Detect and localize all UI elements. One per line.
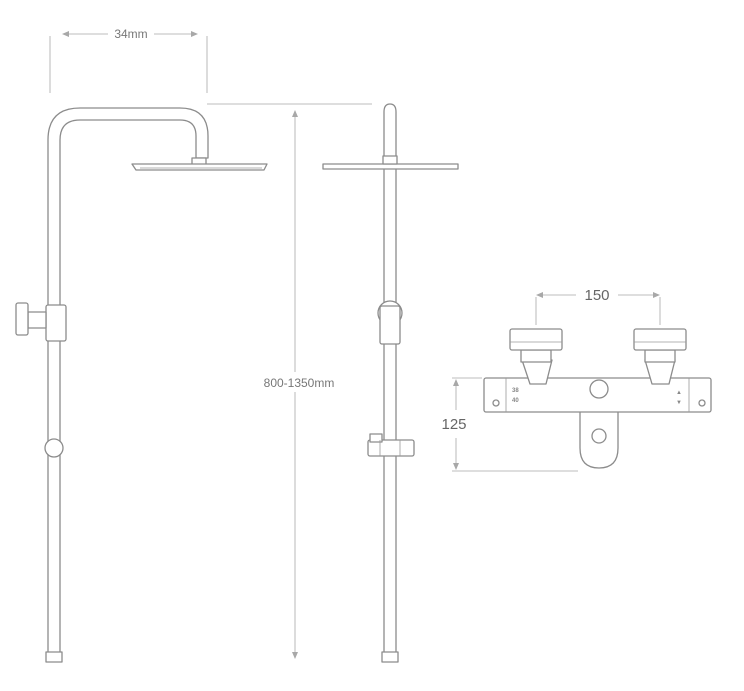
valve-outlet-knob [591, 428, 607, 444]
side-diverter-body [379, 305, 401, 345]
valve-right-flange [633, 328, 687, 351]
side-view [322, 103, 459, 663]
valve-scale-left-2: 40 [512, 398, 519, 404]
mixer-valve-view: 38 40 ▲ ▼ [483, 328, 712, 469]
valve-scale-left: 38 [512, 388, 519, 394]
side-shower-head [322, 163, 459, 170]
dim-34-arrow-left [62, 31, 69, 37]
front-slide-clamp [44, 438, 64, 458]
dim-height-arrow-bottom [292, 652, 298, 659]
dim-150-arrow-left [536, 292, 543, 298]
valve-right-screw [698, 399, 706, 407]
side-riser-pipe [383, 103, 397, 656]
front-diverter-body [45, 304, 67, 342]
valve-left-flange [509, 328, 563, 351]
dim-height-arrow-top [292, 110, 298, 117]
dim-34-arrow-right [191, 31, 198, 37]
valve-left-nut [520, 349, 552, 363]
front-diverter-knob [15, 302, 29, 336]
side-head-connector [382, 155, 398, 165]
front-riser-pipe [47, 107, 209, 656]
front-bottom-cap [45, 651, 63, 663]
valve-scale-right-2: ▼ [676, 400, 682, 406]
dim-arm-width-label: 34mm [114, 27, 147, 41]
side-slide-holder [367, 439, 415, 457]
dim-125-arrow-top [453, 379, 459, 386]
dim-height-label: 800-1350mm [264, 376, 335, 390]
front-view [15, 107, 268, 663]
front-shower-head [131, 163, 268, 171]
dim-inlet-spacing-label: 150 [584, 287, 609, 304]
valve-left-screw [492, 399, 500, 407]
dim-125-arrow-bottom [453, 463, 459, 470]
dim-150-arrow-right [653, 292, 660, 298]
front-diverter-stem [27, 311, 47, 329]
valve-right-nut [644, 349, 676, 363]
dim-valve-height-label: 125 [441, 416, 466, 433]
side-bottom-cap [381, 651, 399, 663]
valve-center-dial [589, 379, 609, 399]
dimension-lines [49, 31, 661, 659]
side-slide-holder-clip [369, 433, 383, 443]
valve-scale-right: ▲ [676, 390, 682, 396]
